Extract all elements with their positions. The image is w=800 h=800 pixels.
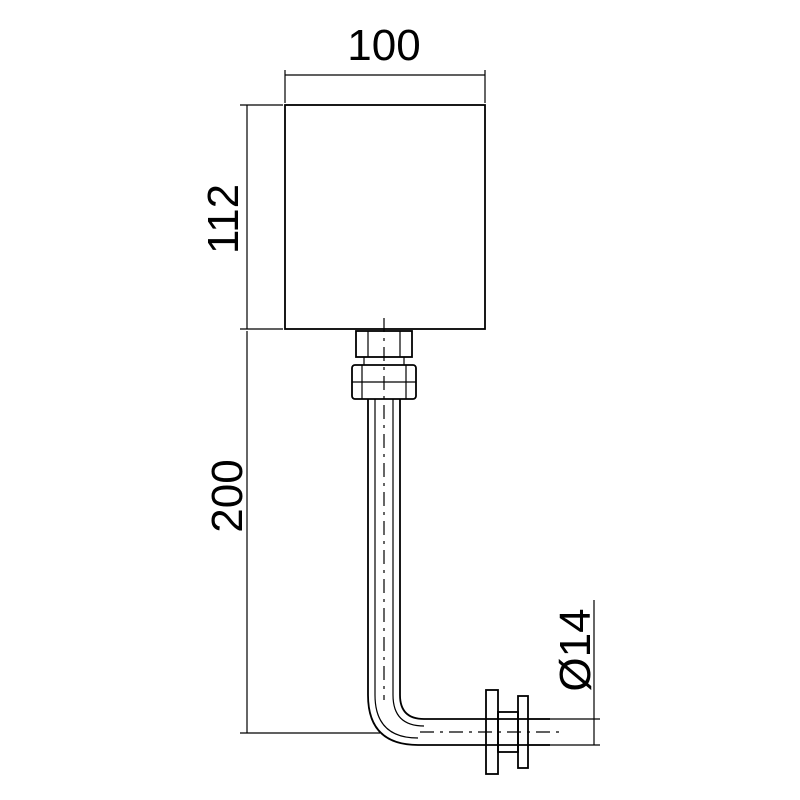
- pipe-length-dimension: 200: [203, 331, 380, 734]
- wall-flange: [485, 689, 550, 775]
- diameter-dimension: Ø14: [550, 600, 600, 746]
- pipe-length-label: 200: [203, 459, 252, 532]
- lower-nut: [351, 364, 417, 400]
- height-label: 112: [199, 184, 248, 254]
- width-dimension: 100: [284, 21, 486, 103]
- pipe: [367, 399, 550, 746]
- diameter-label: Ø14: [551, 608, 600, 691]
- width-label: 100: [347, 21, 420, 70]
- upper-nut: [355, 330, 413, 365]
- housing-box: [284, 104, 486, 330]
- height-dimension: 112: [199, 104, 283, 330]
